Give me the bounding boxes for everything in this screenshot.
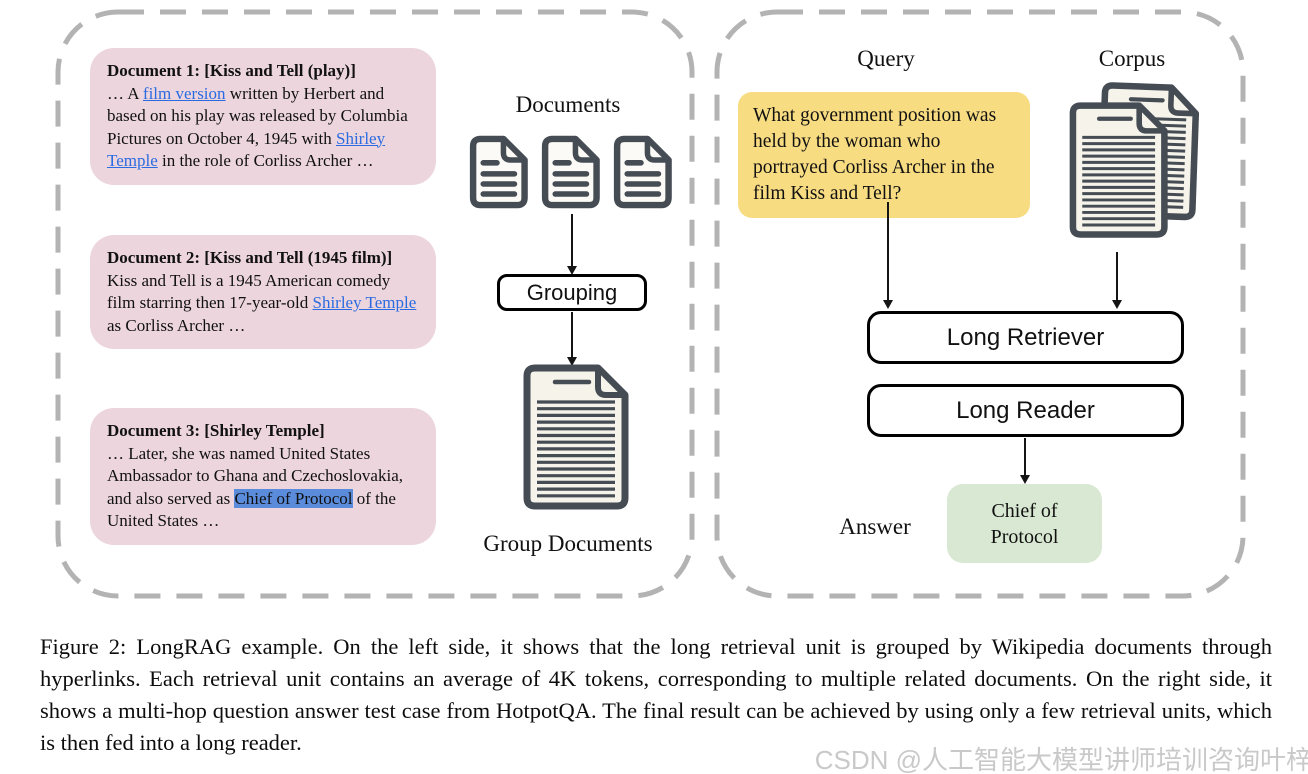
group-documents-label: Group Documents	[483, 531, 653, 556]
long-retriever-box: Long Retriever	[867, 311, 1184, 364]
highlighted-answer-span: Chief of Protocol	[234, 488, 353, 508]
document-2-body: Kiss and Tell is a 1945 American comedy …	[107, 270, 419, 338]
wiki-link[interactable]: Shirley Temple	[107, 128, 386, 171]
arrow-corpus-to-retriever	[1116, 252, 1118, 301]
corpus-document-icon-front	[1058, 95, 1170, 247]
documents-label: Documents	[515, 92, 621, 117]
answer-box: Chief of Protocol	[947, 484, 1102, 563]
body-text: … Later, she was named United States Amb…	[107, 443, 403, 508]
body-text: Kiss and Tell is a 1945 American comedy …	[107, 270, 391, 313]
document-3-body: … Later, she was named United States Amb…	[107, 443, 419, 533]
body-text: written by Herbert and based on his play…	[107, 83, 408, 148]
query-label: Query	[857, 46, 915, 71]
wiki-link[interactable]: Shirley Temple	[312, 293, 417, 312]
long-reader-label: Long Reader	[956, 396, 1095, 424]
document-icon	[463, 131, 531, 213]
document-3-title: Document 3: [Shirley Temple]	[107, 421, 325, 440]
figure-caption: Figure 2: LongRAG example. On the left s…	[40, 634, 1272, 755]
long-retriever-label: Long Retriever	[946, 323, 1105, 351]
document-2-title: Document 2: [Kiss and Tell (1945 film)]	[107, 248, 393, 267]
grouping-label: Grouping	[526, 279, 618, 305]
answer-label: Answer	[839, 514, 911, 539]
query-text: What government position was held by the…	[753, 105, 997, 204]
document-card-1: Document 1: [Kiss and Tell (play)] … A f…	[90, 48, 436, 185]
wiki-link[interactable]: film version	[142, 83, 226, 103]
query-box: What government position was held by the…	[738, 92, 1030, 218]
body-text: of the United States …	[107, 488, 396, 531]
document-card-3: Document 3: [Shirley Temple] … Later, sh…	[90, 408, 436, 545]
body-text: in the role of Corliss Archer …	[157, 151, 374, 170]
document-icon	[535, 131, 603, 213]
grouping-box: Grouping	[497, 274, 647, 311]
document-icon	[607, 131, 675, 213]
document-1-body: … A film version written by Herbert and …	[107, 83, 419, 173]
arrow-grouping-to-group-doc	[571, 312, 573, 358]
document-card-2: Document 2: [Kiss and Tell (1945 film)] …	[90, 235, 436, 349]
body-text: as Corliss Archer …	[107, 315, 246, 335]
csdn-watermark: CSDN @人工智能大模型讲师培训咨询叶梓	[814, 745, 1308, 774]
arrow-documents-to-grouping	[571, 214, 573, 267]
corpus-label: Corpus	[1098, 46, 1166, 71]
arrow-query-to-retriever	[887, 202, 889, 301]
body-text: … A	[107, 83, 143, 103]
answer-text: Chief of Protocol	[990, 499, 1059, 548]
group-document-icon	[511, 362, 631, 514]
document-1-title: Document 1: [Kiss and Tell (play)]	[107, 61, 356, 80]
arrow-reader-to-answer	[1024, 438, 1026, 476]
long-reader-box: Long Reader	[867, 384, 1184, 437]
